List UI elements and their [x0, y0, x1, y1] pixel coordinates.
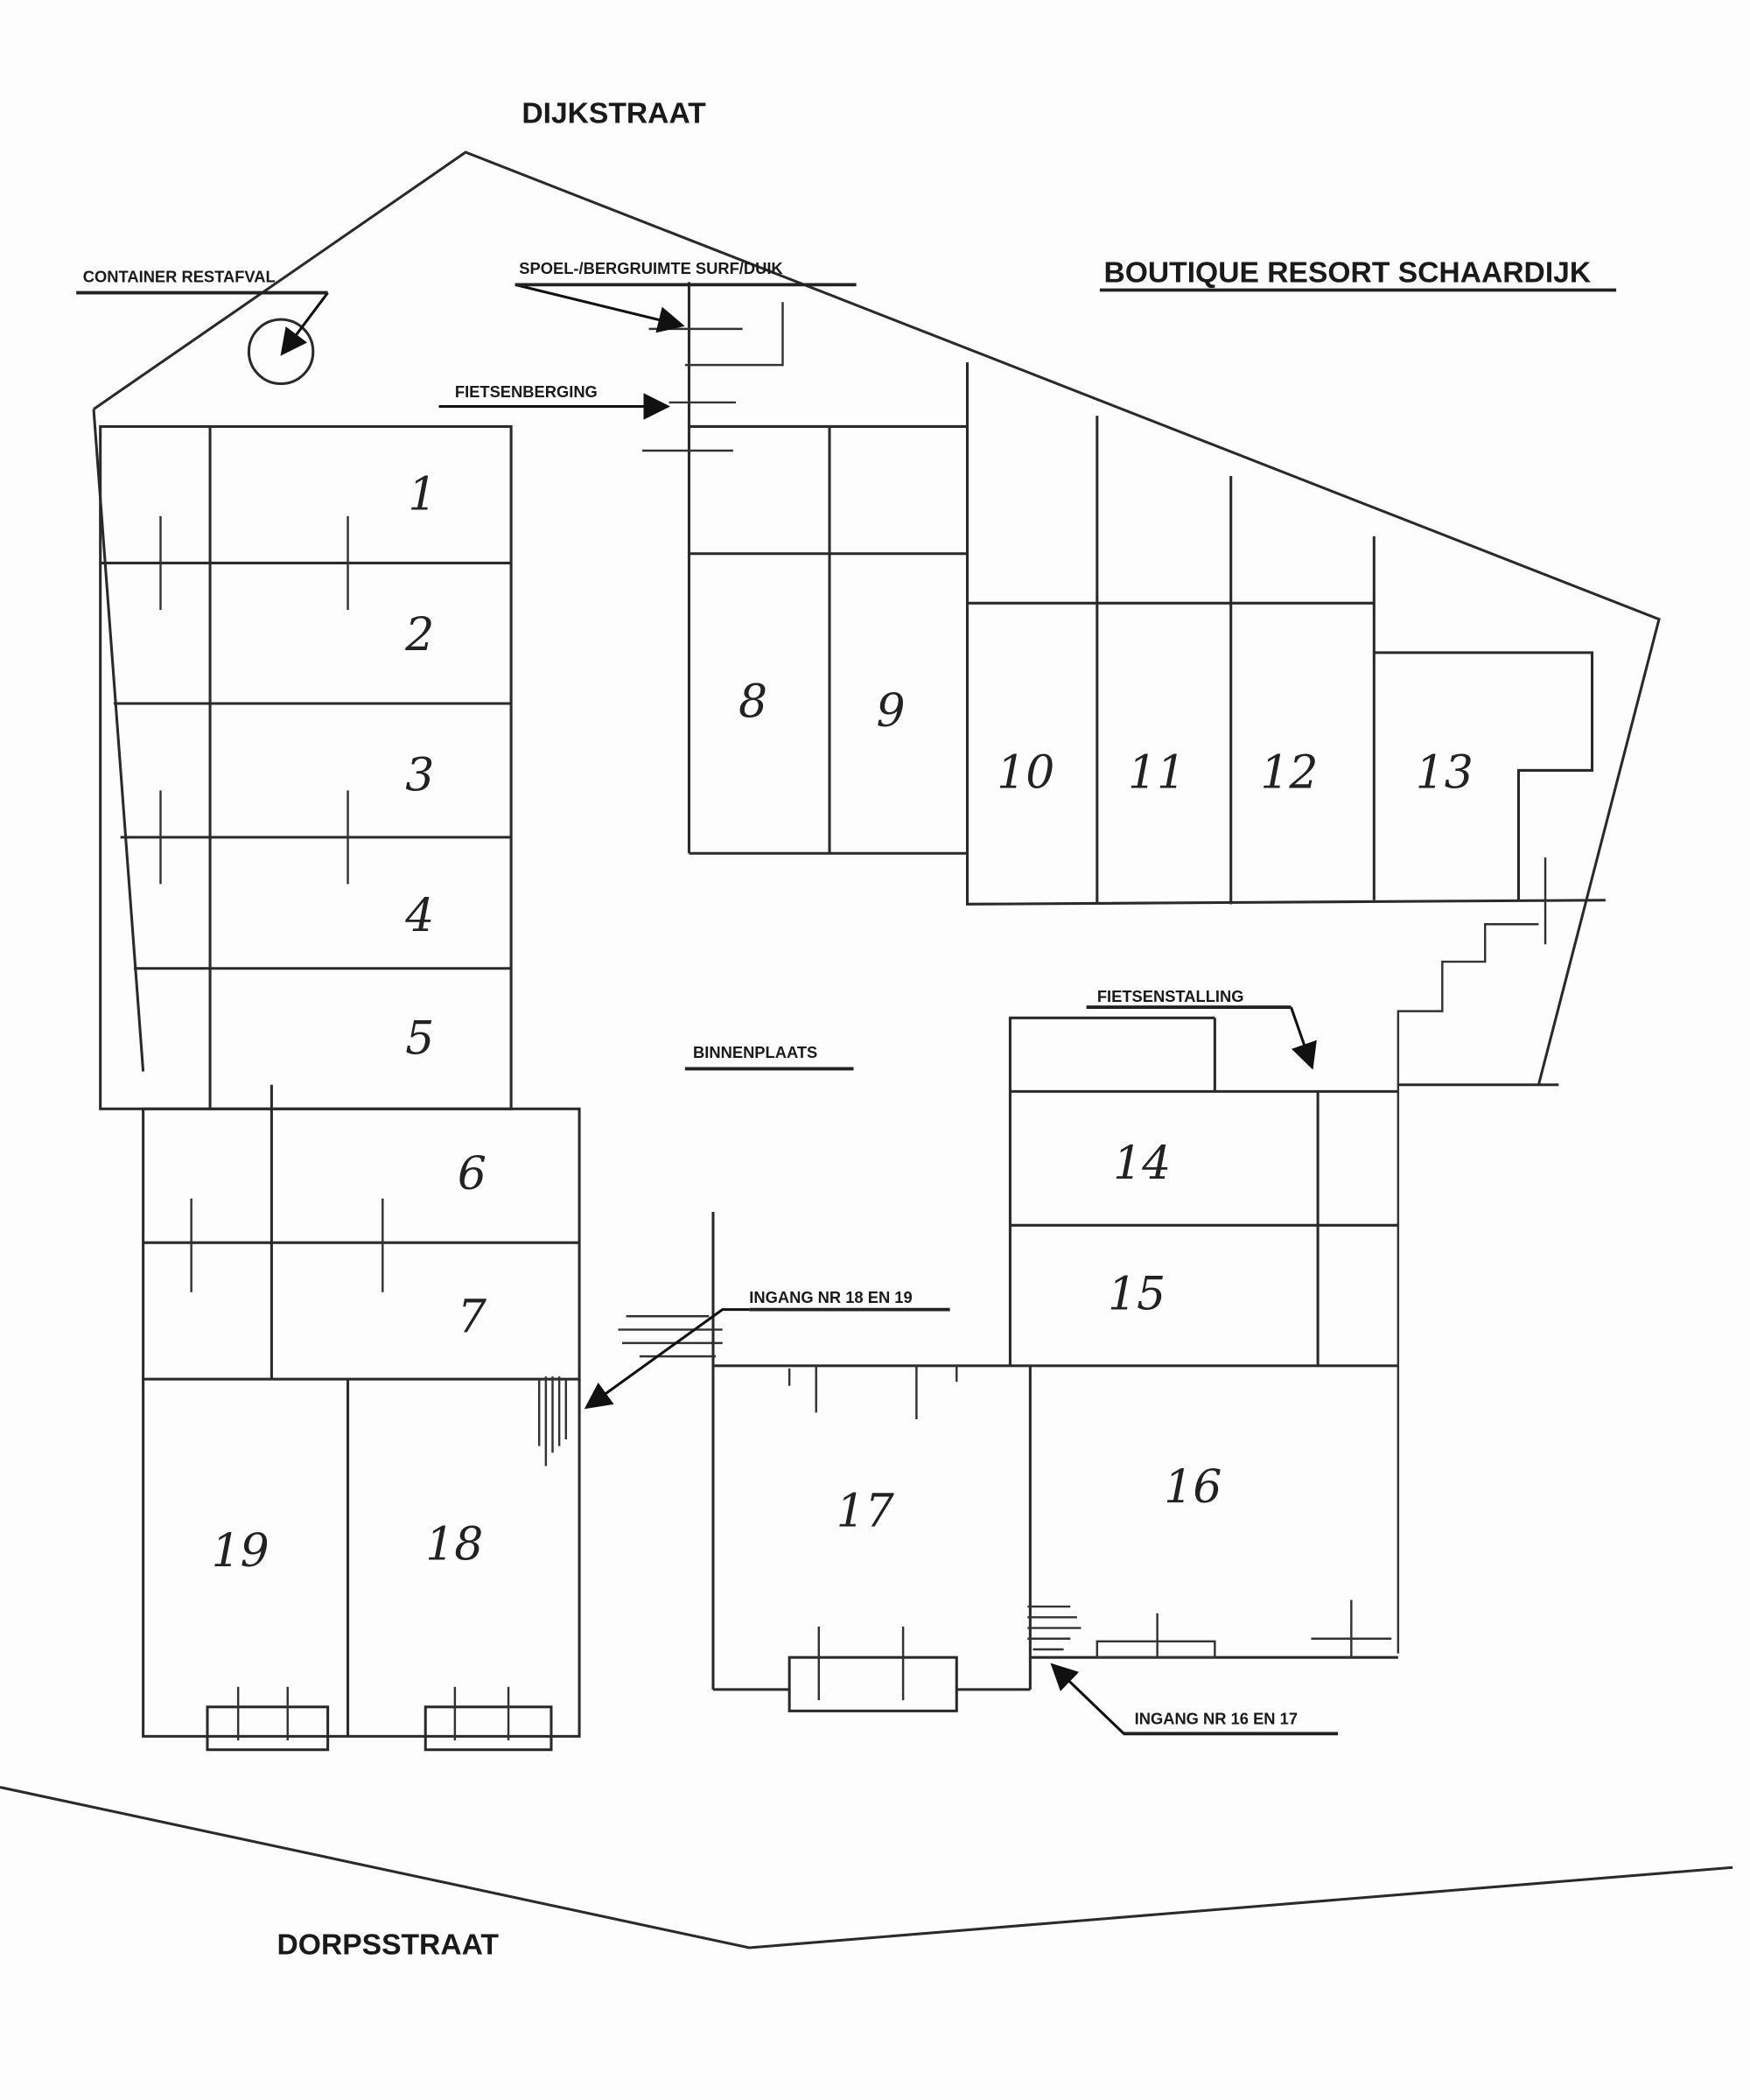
unit-number: 16: [1164, 1461, 1222, 1514]
resort-title: BOUTIQUE RESORT SCHAARDIJK: [1103, 256, 1591, 289]
label-container: CONTAINER RESTAFVAL: [83, 267, 276, 285]
site-boundary: [0, 150, 1733, 1950]
street-label-north: DIJKSTRAAT: [522, 97, 706, 130]
unit-number: 6: [458, 1148, 486, 1200]
unit-numbers: 1 2 3 4 5 6 7 8 9 10 11 12 13 14 15 16 1…: [212, 468, 1474, 1578]
block-units-18-19: [142, 1315, 723, 1752]
unit-number: 10: [997, 746, 1054, 799]
unit-number: 5: [405, 1013, 434, 1066]
unit-number: 3: [405, 749, 434, 802]
label-fietsenstalling: FIETSENSTALLING: [1097, 987, 1244, 1005]
block-units-8-9: [641, 282, 966, 855]
container-icon: [247, 318, 315, 386]
unit-number: 7: [458, 1292, 486, 1344]
label-spoelruimte: SPOEL-/BERGRUIMTE SURF/DUIK: [519, 259, 783, 277]
block-units-14-15: [1008, 1016, 1398, 1366]
unit-number: 8: [738, 676, 767, 728]
unit-number: 12: [1260, 746, 1318, 799]
unit-number: 1: [408, 468, 437, 521]
street-label-south: DORPSSTRAAT: [277, 1929, 500, 1962]
block-units-1-5: [99, 424, 513, 1110]
label-ingang-18-19: INGANG NR 18 EN 19: [749, 1288, 912, 1306]
entrance-hatch-18-19: [537, 1315, 723, 1466]
unit-number: 2: [404, 609, 434, 662]
unit-number: 14: [1113, 1138, 1171, 1190]
unit-number: 15: [1108, 1269, 1166, 1321]
block-units-10-13: [965, 362, 1606, 1654]
annotation-arrows: [280, 283, 1339, 1735]
entrance-hatch-16-17: [1027, 1605, 1082, 1651]
unit-number: 4: [404, 890, 434, 942]
unit-number: 19: [212, 1525, 270, 1578]
unit-number: 11: [1128, 746, 1186, 799]
block-units-6-7: [142, 1084, 581, 1381]
label-fietsenberging: FIETSENBERGING: [455, 382, 598, 401]
unit-number: 13: [1416, 746, 1474, 799]
unit-number: 17: [836, 1485, 894, 1537]
block-units-16-17: [711, 1212, 1398, 1712]
label-ingang-16-17: INGANG NR 16 EN 17: [1135, 1710, 1298, 1728]
unit-number: 9: [877, 685, 906, 738]
unit-number: 18: [425, 1519, 483, 1572]
label-binnenplaats: BINNENPLAATS: [693, 1043, 817, 1061]
